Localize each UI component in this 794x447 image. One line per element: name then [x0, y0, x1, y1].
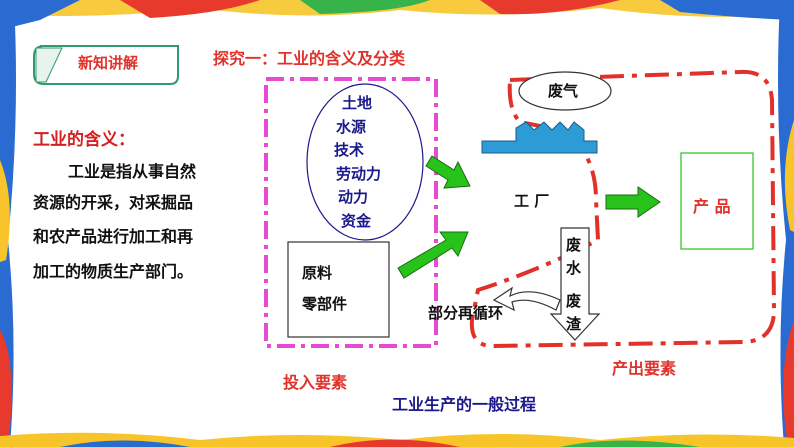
definition-line-4: 加工的物质生产部门。: [33, 262, 194, 281]
factor-labor: 劳动力: [336, 165, 382, 183]
definition-line-3: 和农产品进行加工和再: [33, 227, 194, 246]
section-tag: 新知讲解: [32, 42, 184, 82]
output-boundary: [469, 69, 777, 349]
product-label: 产 品: [693, 197, 731, 216]
factor-technology: 技术: [334, 141, 365, 159]
factor-water: 水源: [336, 118, 367, 136]
definition-title: 工业的含义：: [33, 130, 135, 150]
input-factors-box: [264, 77, 438, 348]
slide-title: 探究一：工业的含义及分类: [213, 49, 406, 68]
factor-capital: 资金: [341, 212, 372, 230]
recycle-arrow: [492, 286, 561, 312]
waste-water-2: 水: [566, 259, 582, 277]
factors-ellipse: [306, 83, 424, 241]
input-arrow-upper: [425, 155, 471, 189]
recycle-label: 部分再循环: [428, 304, 504, 322]
waste-down-arrow: [549, 227, 601, 341]
output-arrow: [605, 186, 661, 218]
factory-shape: [481, 121, 598, 154]
exhaust-ellipse: [518, 71, 612, 111]
input-label: 投入要素: [283, 373, 348, 392]
factor-land: 土地: [342, 94, 373, 112]
material-parts: 零部件: [302, 295, 348, 313]
section-tag-label: 新知讲解: [77, 53, 138, 72]
factory-label: 工 厂: [514, 192, 550, 210]
waste-water-1: 废: [566, 236, 582, 254]
section-tag-shape: [33, 45, 179, 85]
factor-power: 动力: [338, 188, 369, 206]
exhaust-label: 废气: [548, 82, 579, 100]
process-caption: 工业生产的一般过程: [392, 395, 537, 414]
input-arrow-lower: [397, 231, 469, 279]
definition-line-1: 工业是指从事自然: [68, 162, 197, 181]
waste-residue-1: 废: [566, 292, 582, 310]
product-box: [680, 152, 754, 250]
output-label: 产出要素: [612, 359, 677, 378]
definition-line-2: 资源的开采，对采掘品: [33, 193, 194, 212]
materials-box: [287, 241, 390, 338]
waste-residue-2: 渣: [566, 315, 582, 333]
material-raw: 原料: [302, 264, 333, 282]
